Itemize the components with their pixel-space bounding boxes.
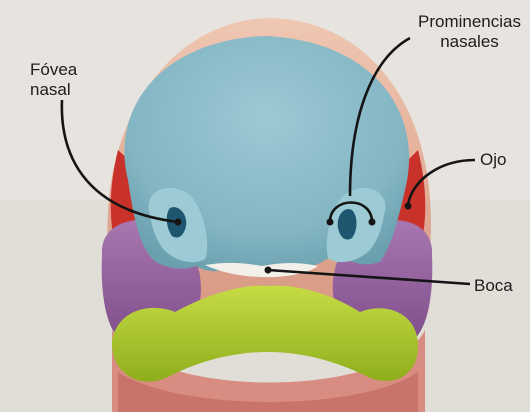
label-fovea-line1: Fóvea (30, 60, 77, 80)
label-fovea-line2: nasal (30, 80, 77, 100)
ojo-leader-dot (405, 203, 412, 210)
label-prominencias-line2: nasales (418, 32, 521, 52)
label-ojo: Ojo (480, 150, 506, 170)
boca-leader-dot (265, 267, 272, 274)
label-prominencias-nasales: Prominencias nasales (418, 12, 521, 52)
label-boca: Boca (474, 276, 513, 296)
prominencias-leader-dot-right (369, 219, 376, 226)
fovea-leader-dot (175, 219, 182, 226)
label-fovea-nasal: Fóvea nasal (30, 60, 77, 100)
label-prominencias-line1: Prominencias (418, 12, 521, 32)
prominencias-leader-dot-left (327, 219, 334, 226)
